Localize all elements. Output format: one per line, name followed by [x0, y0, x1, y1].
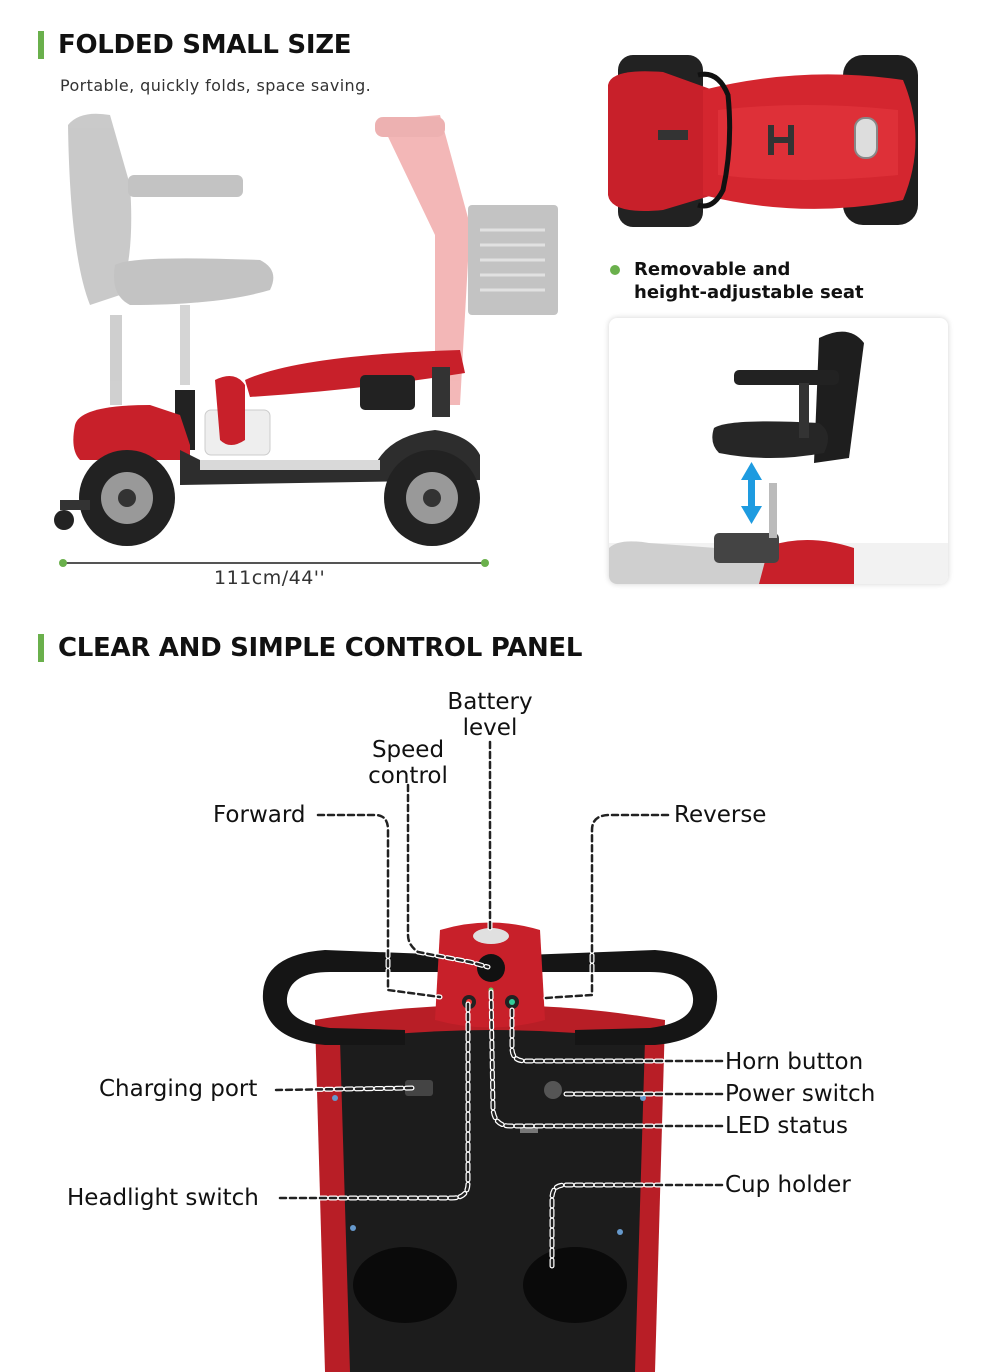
feature-seat-text: Removable and height-adjustable seat — [634, 258, 864, 304]
callout-horn-button: Horn button — [725, 1049, 864, 1075]
callout-battery-line1: Battery — [447, 689, 533, 715]
scooter-top-view-image — [603, 50, 943, 230]
callout-forward: Forward — [213, 802, 306, 828]
callout-power-switch: Power switch — [725, 1081, 876, 1107]
section-title-control-panel: CLEAR AND SIMPLE CONTROL PANEL — [58, 633, 583, 663]
callout-headlight-switch: Headlight switch — [67, 1185, 259, 1211]
feature-seat-line1: Removable and — [634, 259, 791, 280]
front-wheel — [384, 450, 480, 546]
leader-horn — [510, 1006, 724, 1063]
leader-charging — [274, 1086, 417, 1092]
callout-cup-holder: Cup holder — [725, 1172, 851, 1198]
section-accent-bar — [38, 31, 44, 59]
callout-battery-level: Battery level — [430, 689, 550, 741]
feature-seat-line2: height-adjustable seat — [634, 282, 864, 303]
callout-leader-lines — [0, 680, 1000, 1280]
callout-led-status: LED status — [725, 1113, 849, 1139]
callout-charging-port: Charging port — [99, 1076, 258, 1102]
callout-reverse: Reverse — [674, 802, 767, 828]
leader-forward — [316, 813, 442, 999]
length-dimension-label: 111cm/44'' — [214, 567, 326, 589]
feature-bullet-dot — [610, 265, 620, 275]
callout-speed-line1: Speed — [371, 737, 445, 763]
section-subtitle: Portable, quickly folds, space saving. — [60, 76, 372, 95]
callout-battery-line2: level — [462, 715, 518, 741]
section-accent-bar — [38, 634, 44, 662]
leader-reverse — [543, 813, 670, 1000]
leader-speed — [406, 783, 490, 969]
rear-wheel — [79, 450, 175, 546]
section-title-folded: FOLDED SMALL SIZE — [58, 30, 352, 60]
leader-headlight — [278, 1001, 470, 1200]
callout-speed-line2: control — [368, 763, 448, 789]
leader-cup — [550, 1183, 724, 1272]
length-dimension-line — [58, 557, 490, 569]
callout-speed-control: Speed control — [348, 737, 468, 789]
seat-adjust-card — [609, 318, 948, 584]
leader-led — [489, 986, 724, 1128]
control-panel-image — [255, 910, 725, 1372]
scooter-side-view-image — [40, 105, 580, 575]
